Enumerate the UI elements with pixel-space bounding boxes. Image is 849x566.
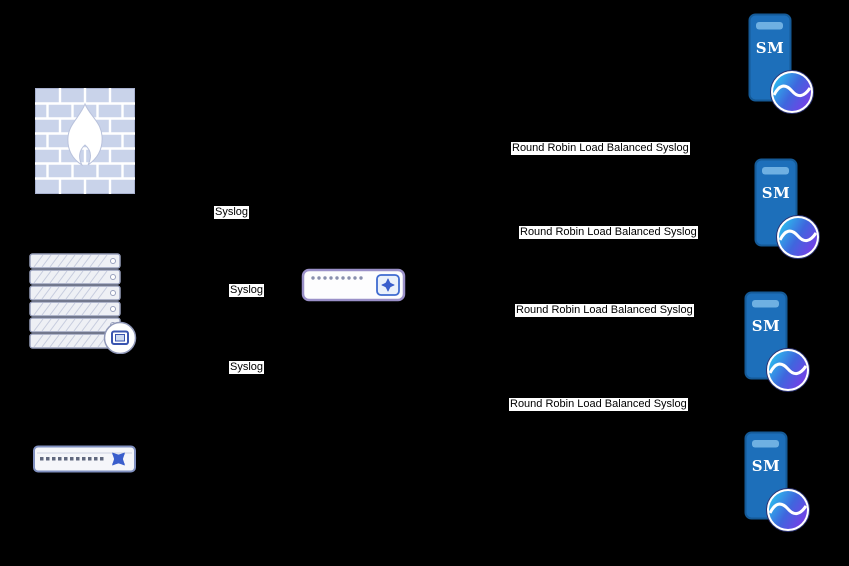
- round-robin-label: Round Robin Load Balanced Syslog: [511, 142, 690, 155]
- round-robin-label: Round Robin Load Balanced Syslog: [519, 226, 698, 239]
- sm-server-node: SM: [748, 13, 814, 115]
- sm-server-label: SM: [755, 39, 785, 57]
- sm-server-icon: [754, 158, 820, 259]
- log-source-server-node: [28, 252, 140, 355]
- sm-server-label: SM: [761, 184, 791, 202]
- sm-server-label: SM: [751, 317, 781, 335]
- collector-node: [301, 264, 411, 306]
- switch-icon: [33, 445, 136, 473]
- server-stack-icon: [29, 253, 137, 355]
- load-balancer-icon: [301, 268, 406, 302]
- sm-server-icon: [744, 291, 810, 392]
- sm-server-node: SM: [744, 431, 810, 533]
- sm-server-label: SM: [751, 457, 781, 475]
- sm-server-icon: [744, 431, 810, 532]
- sm-server-icon: [748, 13, 814, 114]
- switch-node: [32, 440, 140, 478]
- syslog-label: Syslog: [214, 206, 250, 219]
- syslog-label: Syslog: [229, 284, 265, 297]
- syslog-label: Syslog: [229, 361, 265, 374]
- round-robin-label: Round Robin Load Balanced Syslog: [515, 304, 694, 317]
- sm-server-node: SM: [744, 291, 810, 393]
- firewall-icon: [35, 88, 135, 194]
- sm-server-node: SM: [754, 158, 820, 260]
- firewall-node: [35, 88, 135, 194]
- round-robin-label: Round Robin Load Balanced Syslog: [509, 398, 688, 411]
